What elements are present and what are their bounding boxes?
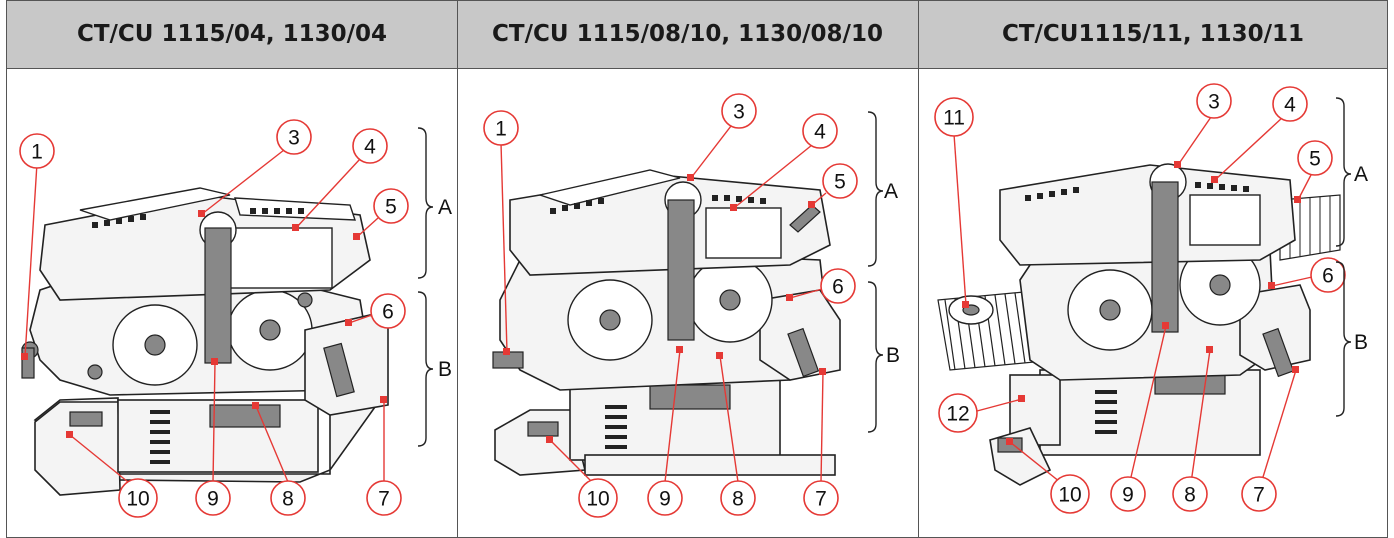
callout-5-panel-1: 5 (373, 188, 409, 224)
svg-text:10: 10 (126, 488, 149, 511)
svg-text:8: 8 (732, 488, 744, 511)
svg-text:6: 6 (832, 276, 844, 299)
svg-text:9: 9 (207, 488, 219, 511)
svg-text:A: A (438, 196, 452, 219)
svg-text:6: 6 (382, 301, 394, 324)
column-title-3: CT/CU1115/11, 1130/11 (1001, 21, 1305, 47)
svg-text:5: 5 (1309, 148, 1321, 171)
svg-text:8: 8 (282, 488, 294, 511)
svg-text:6: 6 (1322, 265, 1334, 288)
brace-b-panel-3: B (1335, 261, 1368, 417)
callout-9-panel-3: 9 (1110, 476, 1146, 512)
callout-9-panel-1: 9 (195, 480, 231, 516)
svg-text:B: B (886, 344, 900, 367)
callout-1-panel-1: 1 (19, 133, 55, 169)
callout-7-panel-3: 7 (1241, 476, 1277, 512)
svg-text:11: 11 (943, 107, 965, 130)
svg-text:A: A (884, 180, 898, 203)
callout-4-panel-1: 4 (352, 128, 388, 164)
callout-3-panel-1: 3 (276, 119, 312, 155)
brace-a-panel-1: A (417, 127, 452, 279)
device-drawing-3 (937, 163, 1341, 486)
callout-12-panel-3: 12 (938, 393, 978, 433)
callout-8-panel-1: 8 (270, 480, 306, 516)
callout-9-panel-2: 9 (647, 480, 683, 516)
callout-10-panel-1: 10 (118, 478, 158, 518)
device-drawing-2 (492, 169, 841, 476)
svg-text:10: 10 (586, 488, 609, 511)
callout-4-panel-2: 4 (802, 113, 838, 149)
column-title-2: CT/CU 1115/08/10, 1130/08/10 (492, 21, 883, 47)
svg-text:3: 3 (1208, 91, 1220, 114)
callout-5-panel-3: 5 (1297, 140, 1333, 176)
svg-text:7: 7 (1253, 484, 1265, 507)
heatsink-right (1279, 194, 1341, 261)
svg-text:5: 5 (385, 196, 397, 219)
svg-text:5: 5 (834, 171, 846, 194)
callout-11-panel-3: 11 (934, 97, 974, 137)
svg-text:B: B (438, 358, 452, 381)
callout-3-panel-3: 3 (1196, 83, 1232, 119)
svg-text:10: 10 (1058, 484, 1081, 507)
svg-text:9: 9 (659, 488, 671, 511)
callout-6-panel-1: 6 (370, 293, 406, 329)
svg-text:4: 4 (1284, 94, 1296, 117)
svg-text:3: 3 (733, 101, 745, 124)
brace-a-panel-3: A (1335, 97, 1368, 247)
callout-5-panel-2: 5 (822, 163, 858, 199)
callout-6-panel-2: 6 (820, 268, 856, 304)
svg-text:3: 3 (288, 127, 300, 150)
callout-7-panel-1: 7 (366, 480, 402, 516)
leader-lines (21, 116, 1313, 491)
callout-10-panel-3: 10 (1050, 474, 1090, 514)
svg-text:12: 12 (946, 403, 969, 426)
callout-8-panel-3: 8 (1172, 476, 1208, 512)
callout-10-panel-2: 10 (578, 478, 618, 518)
column-title-1: CT/CU 1115/04, 1130/04 (76, 21, 388, 47)
column-divider-2 (918, 1, 919, 537)
callout-4-panel-3: 4 (1272, 86, 1308, 122)
callout-1-panel-2: 1 (483, 110, 519, 146)
svg-text:1: 1 (495, 118, 507, 141)
callout-7-panel-2: 7 (803, 480, 839, 516)
svg-text:9: 9 (1122, 484, 1134, 507)
svg-text:7: 7 (378, 488, 390, 511)
svg-text:7: 7 (815, 488, 827, 511)
diagram-table: CT/CU 1115/04, 1130/04 CT/CU 1115/08/10,… (6, 0, 1388, 538)
callout-6-panel-3: 6 (1310, 257, 1346, 293)
svg-text:8: 8 (1184, 484, 1196, 507)
brace-b-panel-2: B (867, 281, 900, 433)
svg-text:4: 4 (814, 121, 826, 144)
callout-8-panel-2: 8 (720, 480, 756, 516)
header-row: CT/CU 1115/04, 1130/04 CT/CU 1115/08/10,… (7, 1, 1387, 69)
svg-text:B: B (1354, 331, 1368, 354)
svg-text:1: 1 (31, 141, 43, 164)
callout-3-panel-2: 3 (721, 93, 757, 129)
column-divider-1 (457, 1, 458, 537)
brace-a-panel-2: A (867, 111, 898, 267)
svg-text:4: 4 (364, 136, 376, 159)
svg-text:A: A (1354, 163, 1368, 186)
device-drawing-1 (21, 187, 389, 496)
brace-b-panel-1: B (417, 291, 452, 447)
